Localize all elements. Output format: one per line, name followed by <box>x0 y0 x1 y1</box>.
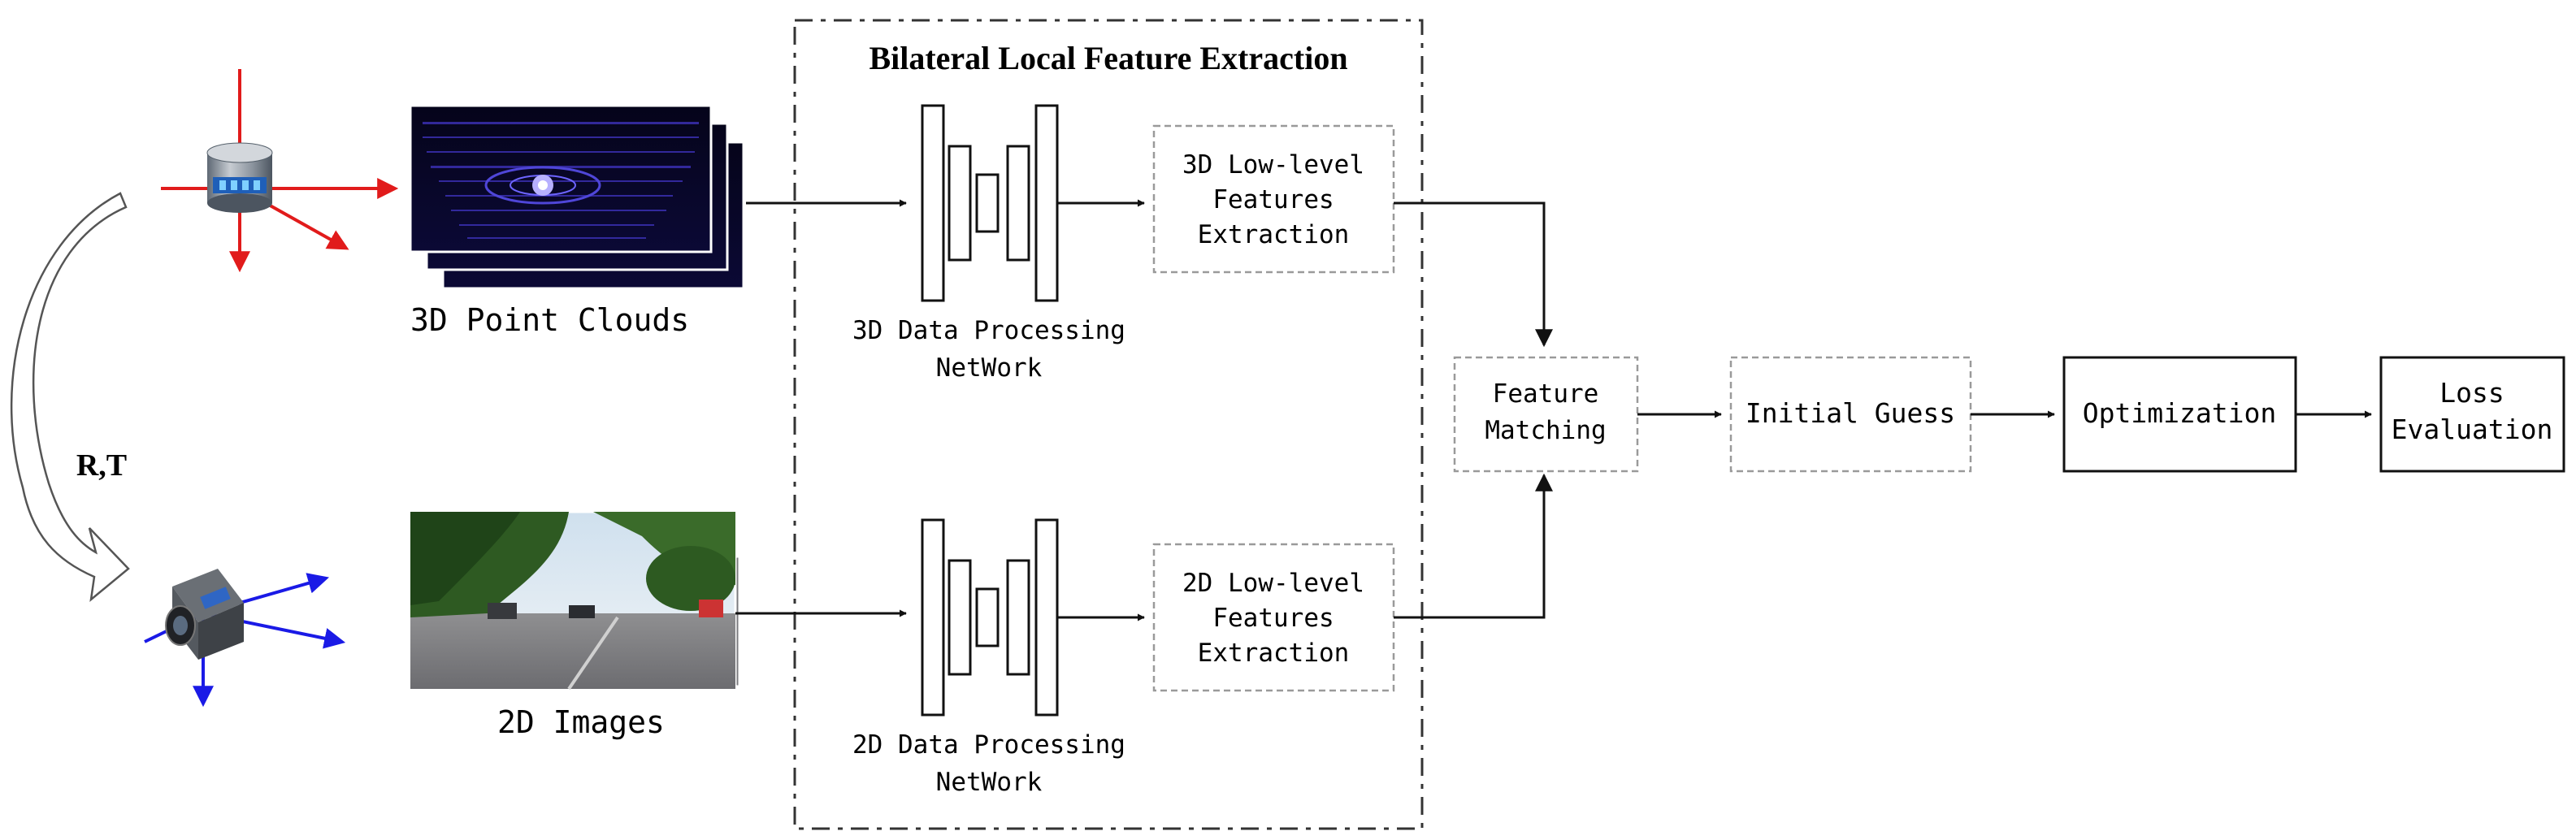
loss-evaluation-line2: Evaluation <box>2392 414 2553 445</box>
feature-extraction-group <box>793 19 1424 830</box>
initial-guess-label: Initial Guess <box>1746 397 1955 429</box>
arrow-feat2d-to-matching <box>1394 473 1553 619</box>
net2d-label-line2: NetWork <box>936 768 1043 797</box>
feat3d-label-line1: 3D Low-level <box>1182 150 1364 180</box>
feat3d-label-line2: Features <box>1212 185 1334 214</box>
optimization-label: Optimization <box>2083 397 2276 429</box>
transform-label: R,T <box>76 448 127 483</box>
feature-matching-line1: Feature <box>1493 379 1599 409</box>
point-cloud-image <box>409 104 745 290</box>
arrow-feat3d-to-matching <box>1394 201 1553 348</box>
optimization-box <box>2062 356 2297 473</box>
feat2d-label-line1: 2D Low-level <box>1182 569 1364 598</box>
feat3d-label-line3: Extraction <box>1198 220 1350 249</box>
net3d-label-line2: NetWork <box>936 353 1043 383</box>
net3d-label-line1: 3D Data Processing <box>852 316 1125 345</box>
net2d-label-line1: 2D Data Processing <box>852 730 1125 760</box>
camera-sensor-icon <box>144 569 346 708</box>
feature-matching-line2: Matching <box>1485 416 1606 445</box>
feature-matching-box <box>1453 356 1639 473</box>
group-title: Bilateral Local Feature Extraction <box>869 40 1347 76</box>
transform-arrow: R,T <box>10 192 130 603</box>
feat2d-box <box>1152 543 1395 692</box>
loss-evaluation-box <box>2379 356 2565 473</box>
net3d-encoder-decoder <box>921 104 1059 302</box>
camera-image <box>409 510 741 691</box>
lidar-input-label: 3D Point Clouds <box>410 302 689 338</box>
feat2d-label-line3: Extraction <box>1198 639 1350 668</box>
camera-input-label: 2D Images <box>497 704 665 740</box>
initial-guess-box <box>1729 356 1972 473</box>
loss-evaluation-line1: Loss <box>2439 377 2504 409</box>
net2d-encoder-decoder <box>921 518 1059 717</box>
feat3d-box <box>1152 124 1395 274</box>
feat2d-label-line2: Features <box>1212 604 1334 633</box>
lidar-sensor-icon <box>161 69 399 273</box>
